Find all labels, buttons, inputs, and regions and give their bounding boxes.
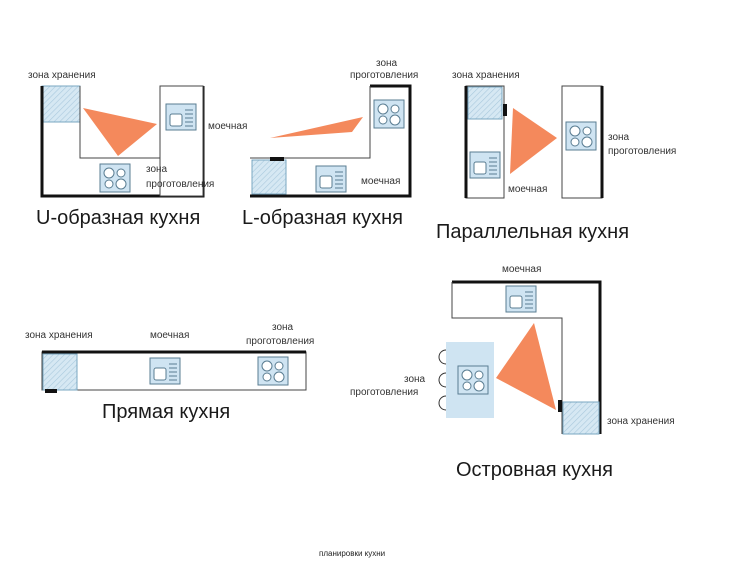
island-stool-2	[438, 372, 447, 388]
straight-title: Прямая кухня	[102, 401, 230, 423]
figure-caption: планировки кухни	[319, 549, 385, 558]
parallel-stove-icon	[565, 121, 597, 151]
island-title: Островная кухня	[456, 459, 613, 481]
l-storage-cabinet	[251, 159, 287, 195]
island-walls	[452, 280, 602, 434]
parallel-kitchen: зона хранения зона проготовления моечная…	[436, 70, 676, 243]
u-cook-label-1: зона	[146, 164, 168, 175]
straight-sink-icon	[149, 357, 181, 385]
straight-sink-label: моечная	[150, 330, 189, 341]
straight-kitchen: зона хранения моечная зона проготовления…	[25, 322, 314, 423]
island-stool-1	[438, 349, 447, 365]
u-cook-label-2: проготовления	[146, 179, 214, 190]
straight-storage-cabinet	[42, 353, 78, 391]
island-kitchen: моечная зона проготовления зона хранения…	[350, 264, 675, 481]
u-work-triangle	[83, 108, 157, 156]
l-work-triangle	[270, 117, 363, 138]
island-work-triangle	[496, 323, 556, 410]
straight-stove-icon	[257, 356, 289, 386]
straight-cook-label-2: проготовления	[246, 336, 314, 347]
island-handle	[558, 400, 562, 412]
parallel-cook-label-1: зона	[608, 132, 630, 143]
island-cook-label-2: проготовления	[350, 387, 418, 398]
u-kitchen: зона хранения моечная зона проготовления…	[28, 70, 247, 229]
island-sink-label: моечная	[502, 264, 541, 275]
island-storage-label: зона хранения	[607, 416, 675, 427]
l-title: L-образная кухня	[242, 207, 403, 229]
parallel-work-triangle	[510, 108, 557, 174]
island-storage-cabinet	[562, 401, 600, 435]
island-cook-label-1: зона	[404, 374, 426, 385]
u-stove-icon	[99, 163, 131, 193]
l-cook-label-2: проготовления	[350, 70, 418, 81]
parallel-cook-label-2: проготовления	[608, 146, 676, 157]
l-walls	[250, 84, 412, 198]
u-sink-icon	[165, 103, 197, 131]
straight-handle	[45, 389, 57, 393]
parallel-title: Параллельная кухня	[436, 221, 629, 243]
island-stove-icon	[457, 365, 489, 395]
l-handle	[270, 157, 284, 161]
island-sink-icon	[505, 285, 537, 313]
straight-cook-label-1: зона	[272, 322, 294, 333]
u-storage-label: зона хранения	[28, 70, 96, 81]
parallel-sink-icon	[469, 151, 501, 179]
parallel-sink-label: моечная	[508, 184, 547, 195]
l-sink-label: моечная	[361, 176, 400, 187]
l-kitchen: зона проготовления моечная L-образная ку…	[242, 58, 418, 229]
l-sink-icon	[315, 165, 347, 193]
u-storage-cabinet	[41, 85, 81, 123]
l-stove-icon	[373, 99, 405, 129]
parallel-handle	[503, 104, 507, 116]
parallel-storage-label: зона хранения	[452, 70, 520, 81]
parallel-storage-cabinet	[467, 86, 503, 120]
u-title: U-образная кухня	[36, 207, 200, 229]
l-counter-outline	[250, 86, 371, 159]
l-cook-label-1: зона	[376, 58, 398, 69]
straight-storage-label: зона хранения	[25, 330, 93, 341]
island-stool-3	[438, 395, 447, 411]
u-sink-label: моечная	[208, 121, 247, 132]
